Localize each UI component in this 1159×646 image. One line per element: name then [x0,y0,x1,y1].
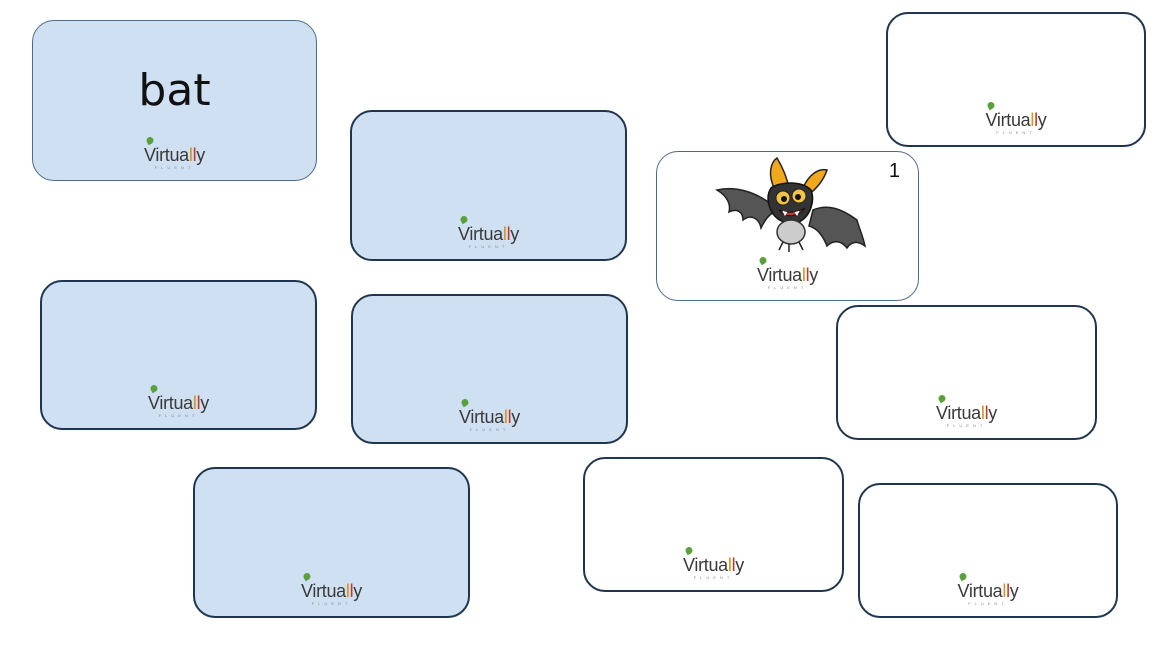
memory-card-matched-empty[interactable]: Virtually FLUENT [858,483,1118,618]
virtually-fluent-logo: Virtually FLUENT [936,393,997,428]
leaf-icon [144,135,155,146]
leaf-icon [936,393,947,404]
virtually-fluent-logo: Virtually FLUENT [985,100,1047,135]
virtually-fluent-logo: Virtually FLUENT [144,135,205,170]
leaf-icon [958,571,968,582]
memory-card-face-down[interactable]: Virtually FLUENT [40,280,317,430]
virtually-fluent-logo: Virtually FLUENT [458,214,519,249]
memory-card-picture-bat[interactable]: 1 Virtually FLUENT [656,151,919,301]
memory-card-face-down[interactable]: Virtually FLUENT [351,294,628,444]
leaf-icon [683,545,694,556]
virtually-fluent-logo: Virtually FLUENT [301,571,362,606]
virtually-fluent-logo: Virtually FLUENT [459,397,520,432]
memory-card-matched-empty[interactable]: Virtually FLUENT [583,457,844,592]
memory-card-face-down[interactable]: Virtually FLUENT [193,467,470,618]
leaf-icon [148,383,159,394]
memory-card-face-down[interactable]: Virtually FLUENT [350,110,627,261]
leaf-icon [459,397,470,408]
memory-card-matched-empty[interactable]: Virtually FLUENT [836,305,1097,440]
memory-card-word-bat[interactable]: bat Virtually FLUENT [32,20,317,181]
virtually-fluent-logo: Virtually FLUENT [683,545,744,580]
leaf-icon [458,214,469,225]
memory-card-matched-empty[interactable]: Virtually FLUENT [886,12,1146,147]
bat-icon [715,156,867,252]
leaf-icon [986,100,996,111]
virtually-fluent-logo: Virtually FLUENT [148,383,209,418]
virtually-fluent-logo: Virtually FLUENT [957,571,1019,606]
leaf-icon [301,571,312,582]
virtually-fluent-logo: Virtually FLUENT [757,255,818,290]
card-number: 1 [888,160,900,182]
card-word: bat [138,65,211,116]
